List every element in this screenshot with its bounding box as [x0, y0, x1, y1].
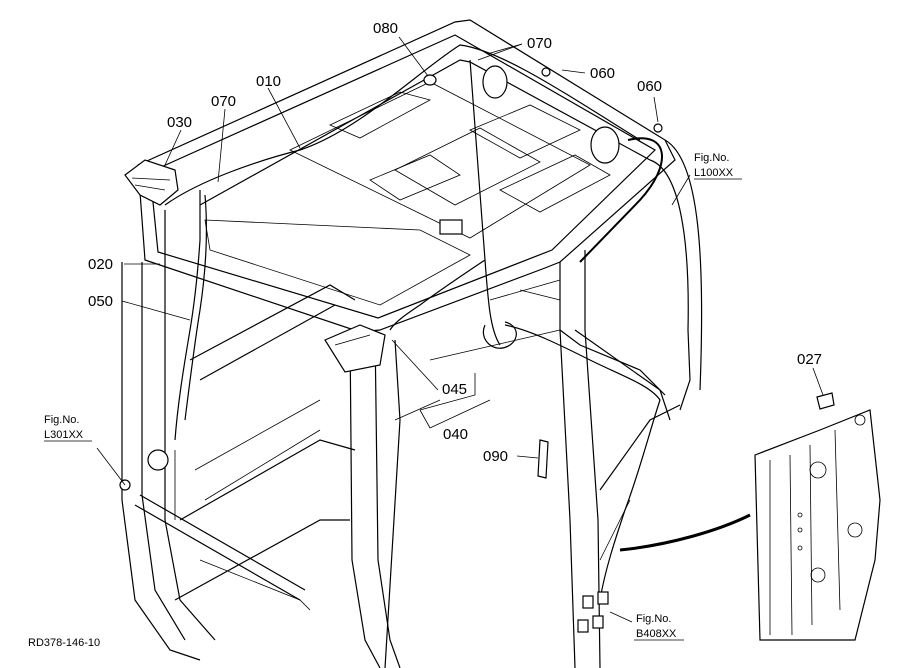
- callout-060-right: 060: [637, 78, 662, 95]
- callout-090: 090: [483, 448, 508, 465]
- fig-ref-l301-line1: Fig.No.: [44, 414, 79, 426]
- fig-ref-l100-line1: Fig.No.: [694, 152, 729, 164]
- wiring-harness: [164, 44, 661, 601]
- inset-detail: [619, 409, 881, 641]
- callout-060-top: 060: [590, 65, 615, 82]
- callout-labels: 080 070 060 060 010 070 030 020 050 045 …: [88, 20, 822, 465]
- fig-ref-l301-line2: L301XX: [44, 429, 84, 441]
- fig-ref-b408-line2: B408XX: [636, 628, 677, 640]
- callout-040: 040: [443, 426, 468, 443]
- fig-ref-b408-line1: Fig.No.: [636, 613, 671, 625]
- callout-030: 030: [167, 114, 192, 131]
- callout-020: 020: [88, 256, 113, 273]
- callout-010: 010: [256, 73, 281, 90]
- fig-ref-l100-line2: L100XX: [694, 167, 734, 179]
- callout-070-top: 070: [527, 35, 552, 52]
- callout-080: 080: [373, 20, 398, 37]
- components: [119, 65, 835, 633]
- figure-references: Fig.No. L100XX Fig.No. L301XX Fig.No. B4…: [44, 152, 742, 641]
- leader-lines: [96, 36, 824, 623]
- roof-frame: [137, 19, 703, 411]
- callout-027: 027: [797, 351, 822, 368]
- callout-070-left: 070: [211, 93, 236, 110]
- callout-050: 050: [88, 293, 113, 310]
- drawing-code: RD378-146-10: [28, 637, 100, 649]
- callout-045: 045: [442, 381, 467, 398]
- cabin-pillars: [121, 210, 681, 668]
